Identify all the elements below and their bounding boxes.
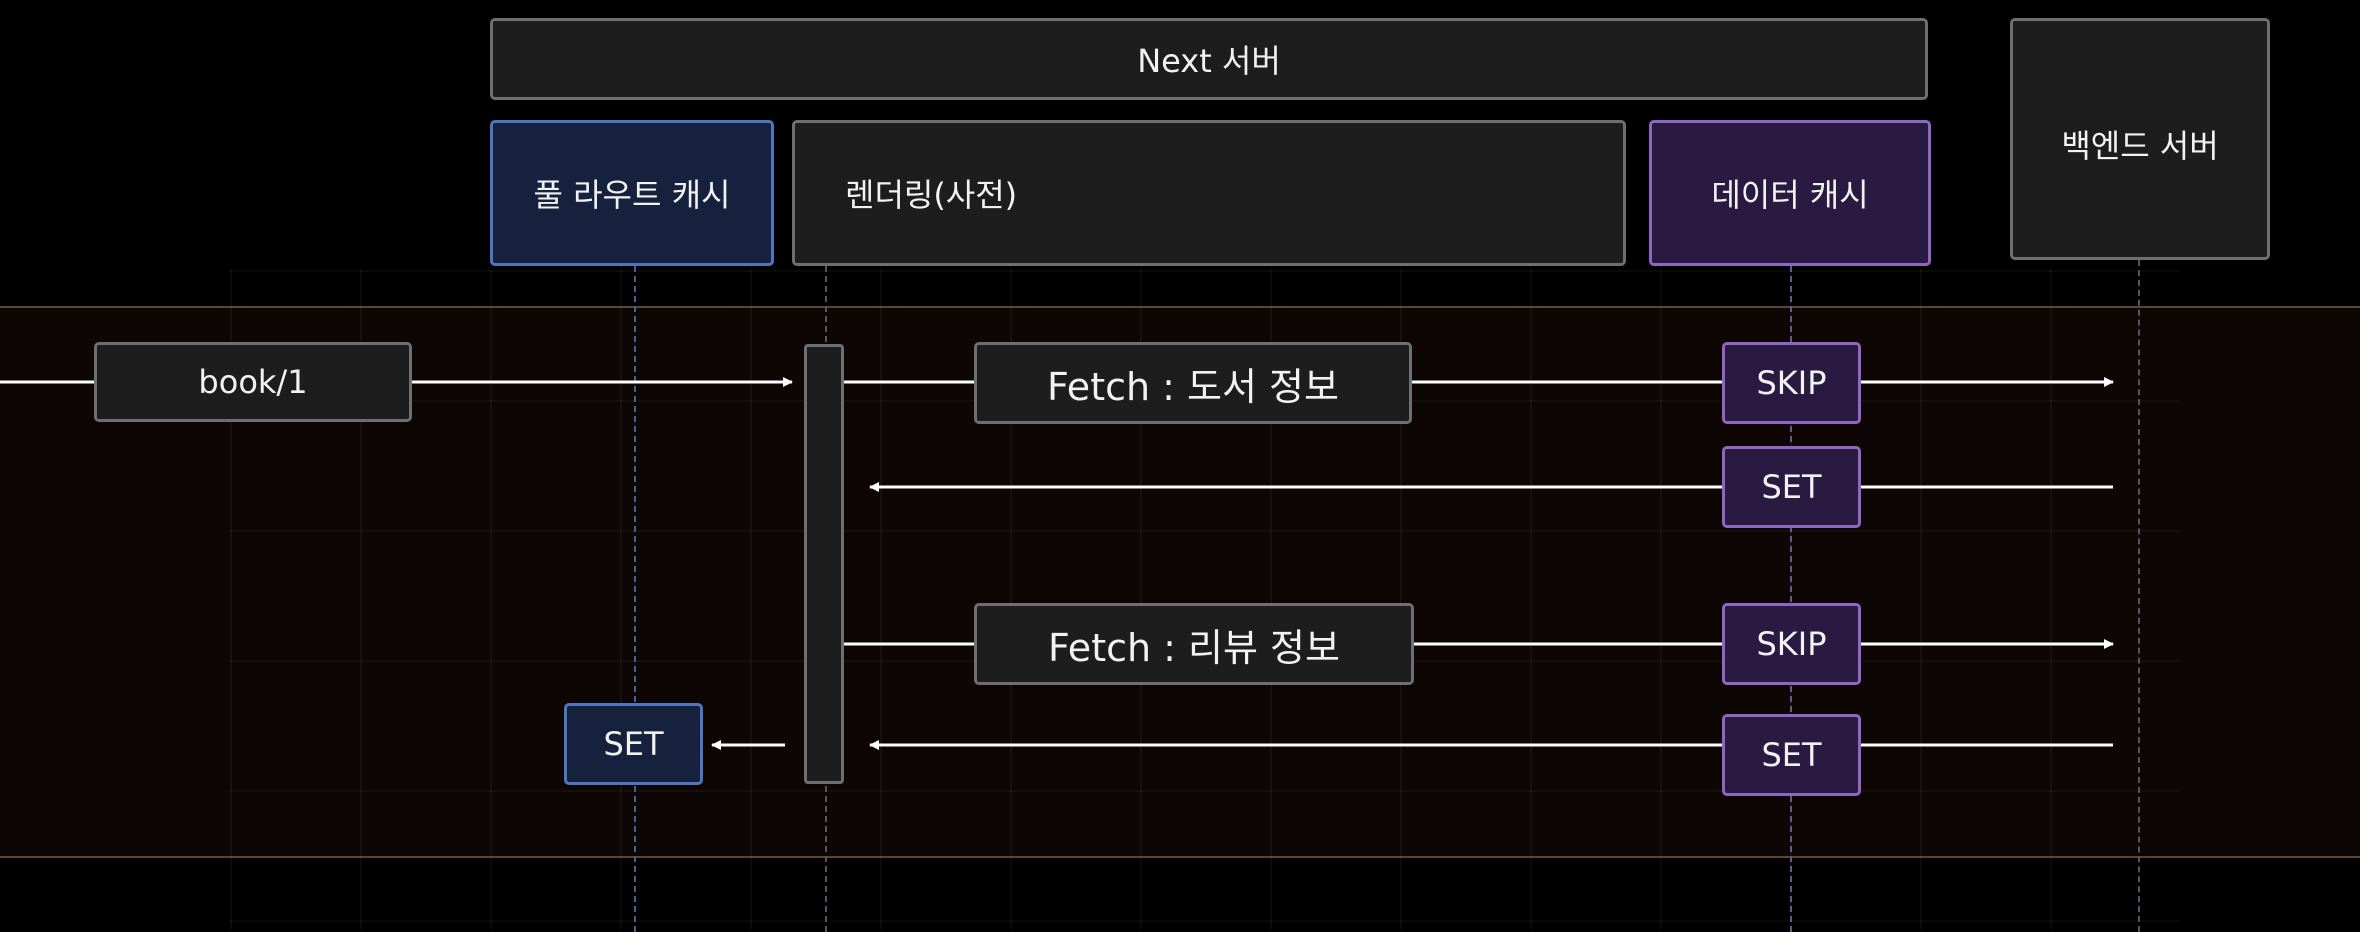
lifeline-full-route-cache — [634, 266, 636, 932]
rendering-activation-bar — [804, 344, 844, 784]
fetch-review-label: Fetch : 리뷰 정보 — [974, 603, 1414, 685]
request-label: book/1 — [94, 342, 412, 422]
lifeline-data-cache — [1790, 266, 1792, 932]
set-tag-1: SET — [1722, 446, 1861, 528]
lifeline-backend-server — [2138, 260, 2140, 932]
rendering-box: 렌더링(사전) — [792, 120, 1626, 266]
fetch-book-label: Fetch : 도서 정보 — [974, 342, 1412, 424]
full-route-cache-box: 풀 라우트 캐시 — [490, 120, 774, 266]
data-cache-box: 데이터 캐시 — [1649, 120, 1931, 266]
set-tag-2: SET — [1722, 714, 1861, 796]
full-route-set-tag: SET — [564, 703, 703, 785]
backend-server-box: 백엔드 서버 — [2010, 18, 2270, 260]
skip-tag-2: SKIP — [1722, 603, 1861, 685]
skip-tag-1: SKIP — [1722, 342, 1861, 424]
next-server-header: Next 서버 — [490, 18, 1928, 100]
